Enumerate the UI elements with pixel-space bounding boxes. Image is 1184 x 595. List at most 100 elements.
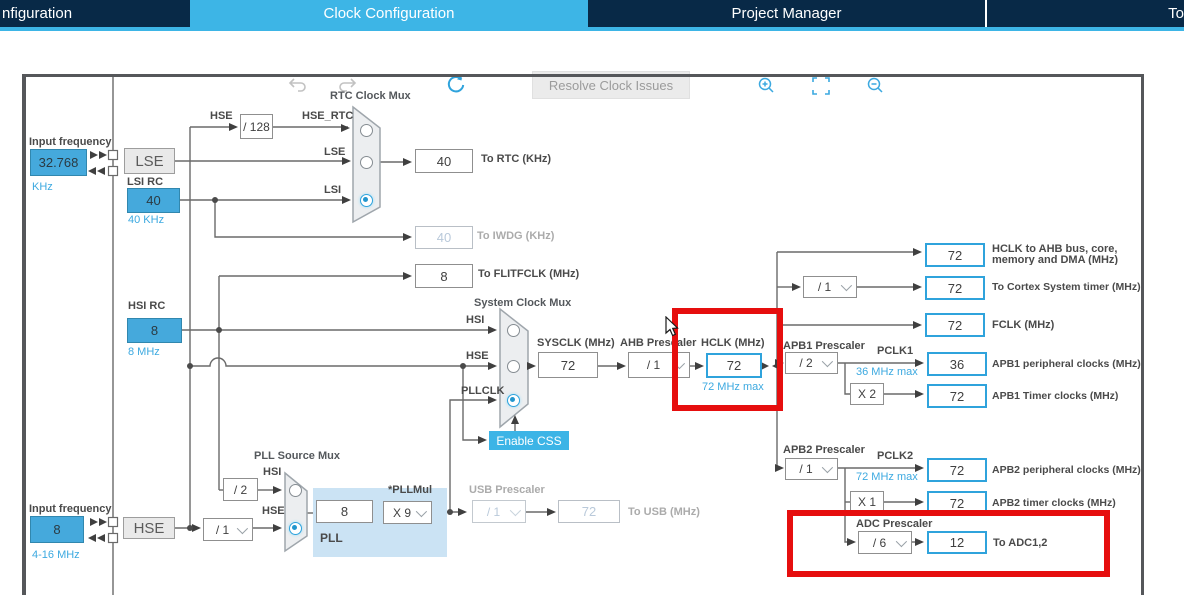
pllmul-dropdown[interactable]: X 9 bbox=[383, 501, 432, 524]
lse-oscillator-box[interactable]: LSE bbox=[124, 148, 175, 174]
hsi-rc-label: HSI RC bbox=[128, 300, 166, 312]
to-iwdg-value-box[interactable]: 40 bbox=[415, 226, 473, 249]
rtc-mux-radio-lsi[interactable] bbox=[359, 193, 373, 207]
lse-unit-label: KHz bbox=[32, 181, 53, 193]
hse-signal-label: HSE bbox=[210, 110, 233, 122]
sysclk-value-box[interactable]: 72 bbox=[538, 352, 598, 378]
cortex-divider-dropdown[interactable]: / 1 bbox=[803, 276, 857, 298]
fclk-label: FCLK (MHz) bbox=[992, 319, 1055, 331]
pll-mux-radio-hsi[interactable] bbox=[288, 483, 302, 497]
chevron-down-icon bbox=[509, 504, 522, 516]
hsi-mux-input-label: HSI bbox=[466, 314, 485, 326]
apb2-prescaler-label: APB2 Prescaler bbox=[783, 444, 865, 456]
sys-mux-radio-hse[interactable] bbox=[506, 359, 520, 373]
sys-mux-radio-hsi[interactable] bbox=[506, 323, 520, 337]
ahb-prescaler-value: / 1 bbox=[646, 358, 661, 372]
annotation-red-box-hclk bbox=[672, 308, 783, 411]
hse-prediv-value: / 1 bbox=[215, 522, 230, 537]
rtc-mux-radio-lse[interactable] bbox=[359, 155, 373, 169]
rtc-hse-divider-box[interactable]: / 128 bbox=[240, 114, 273, 139]
to-usb-label: To USB (MHz) bbox=[628, 506, 700, 518]
to-rtc-label: To RTC (KHz) bbox=[481, 153, 552, 165]
tab-pinout-configuration[interactable]: nfiguration bbox=[0, 0, 192, 27]
apb2-prescaler-dropdown[interactable]: / 1 bbox=[785, 458, 838, 480]
tab-tools[interactable]: To bbox=[988, 0, 1184, 27]
to-flitfclk-label: To FLITFCLK (MHz) bbox=[478, 268, 580, 280]
pllmul-label: *PLLMul bbox=[388, 484, 432, 496]
lsi-rc-label: LSI RC bbox=[127, 176, 164, 188]
pll-hsi-label: HSI bbox=[263, 466, 282, 478]
apb1-periph-label: APB1 peripheral clocks (MHz) bbox=[992, 358, 1141, 370]
hclk-ahb-label: HCLK to AHB bus, core, memory and DMA (M… bbox=[992, 244, 1147, 265]
tab-label: nfiguration bbox=[2, 5, 73, 22]
tab-label: Project Manager bbox=[731, 5, 842, 22]
usb-value-box[interactable]: 72 bbox=[558, 500, 620, 523]
rtc-mux-radio-hse[interactable] bbox=[359, 123, 373, 137]
pllmul-value: X 9 bbox=[392, 505, 411, 520]
hclk-value-box[interactable]: 72 bbox=[706, 353, 762, 378]
hclk-ahb-value-box[interactable]: 72 bbox=[925, 243, 985, 267]
pllclk-mux-input-label: PLLCLK bbox=[461, 385, 505, 397]
input-frequency-label-hse: Input frequency bbox=[29, 503, 112, 515]
lse-input-field[interactable]: 32.768 bbox=[30, 149, 87, 176]
apb1-timer-multiplier-box[interactable]: X 2 bbox=[850, 383, 884, 405]
sys-mux-title: System Clock Mux bbox=[474, 297, 572, 309]
pclk1-label: PCLK1 bbox=[877, 345, 914, 357]
tab-label: Clock Configuration bbox=[323, 5, 455, 22]
tab-project-manager[interactable]: Project Manager bbox=[588, 0, 985, 27]
usb-prescaler-value: / 1 bbox=[486, 504, 501, 519]
pll-mux-radio-hse[interactable] bbox=[288, 521, 302, 535]
hclk-label: HCLK (MHz) bbox=[701, 337, 765, 349]
adc-prescaler-label: ADC Prescaler bbox=[856, 518, 933, 530]
hse-oscillator-box[interactable]: HSE bbox=[123, 517, 175, 539]
zoom-in-icon[interactable] bbox=[757, 76, 776, 98]
chevron-down-icon bbox=[236, 522, 249, 534]
lsi-value-box[interactable]: 40 bbox=[127, 188, 180, 213]
pclk2-label: PCLK2 bbox=[877, 450, 914, 462]
adc-prescaler-dropdown[interactable]: / 6 bbox=[858, 531, 912, 554]
pclk1-max-label: 36 MHz max bbox=[856, 366, 918, 378]
annotation-red-box-adc bbox=[787, 510, 1110, 577]
hse-rtc-signal-label: HSE_RTC bbox=[302, 110, 354, 122]
sys-mux-radio-pllclk[interactable] bbox=[506, 393, 520, 407]
cortex-timer-value-box[interactable]: 72 bbox=[925, 276, 985, 300]
apb1-timer-value-box[interactable]: 72 bbox=[927, 384, 987, 408]
adc-prescaler-value: / 6 bbox=[872, 535, 887, 550]
tab-clock-configuration[interactable]: Clock Configuration bbox=[190, 0, 588, 27]
hsi-rc-value-box[interactable]: 8 bbox=[127, 318, 182, 343]
pll-mux-title: PLL Source Mux bbox=[254, 450, 340, 462]
pll-input-value-box[interactable]: 8 bbox=[316, 500, 373, 523]
to-flitfclk-value-box[interactable]: 8 bbox=[415, 264, 473, 288]
lse-signal-label: LSE bbox=[324, 146, 346, 158]
zoom-out-icon[interactable] bbox=[866, 76, 885, 98]
to-rtc-value-box[interactable]: 40 bbox=[415, 149, 473, 173]
clock-diagram-canvas bbox=[22, 74, 1144, 595]
apb1-prescaler-label: APB1 Prescaler bbox=[783, 340, 865, 352]
apb2-timer-multiplier-box[interactable]: X 1 bbox=[850, 491, 884, 513]
lsi-freq-label: 40 KHz bbox=[128, 214, 165, 226]
cortex-timer-label: To Cortex System timer (MHz) bbox=[992, 281, 1141, 293]
apb2-periph-value-box[interactable]: 72 bbox=[927, 458, 987, 482]
fit-to-screen-icon[interactable] bbox=[812, 77, 830, 98]
pclk2-max-label: 72 MHz max bbox=[856, 471, 918, 483]
to-adc-label: To ADC1,2 bbox=[993, 537, 1048, 549]
hse-range-label: 4-16 MHz bbox=[32, 549, 80, 561]
enable-css-button[interactable]: Enable CSS bbox=[489, 431, 569, 450]
adc-value-box[interactable]: 12 bbox=[927, 531, 987, 554]
hse-prediv-dropdown[interactable]: / 1 bbox=[203, 518, 253, 541]
ahb-prescaler-dropdown[interactable]: / 1 bbox=[628, 352, 690, 378]
undo-icon[interactable] bbox=[288, 77, 307, 97]
chevron-down-icon bbox=[821, 461, 834, 474]
pll-hsi-divider-box[interactable]: / 2 bbox=[223, 478, 258, 501]
apb1-prescaler-dropdown[interactable]: / 2 bbox=[785, 352, 838, 374]
tab-label: To bbox=[1168, 5, 1184, 22]
usb-prescaler-dropdown[interactable]: / 1 bbox=[472, 500, 526, 523]
hclk-ahb-line2: memory and DMA (MHz) bbox=[992, 254, 1119, 266]
chevron-down-icon bbox=[821, 355, 834, 368]
hse-input-field[interactable]: 8 bbox=[30, 516, 84, 543]
redo-icon[interactable] bbox=[338, 77, 357, 97]
apb1-periph-value-box[interactable]: 36 bbox=[927, 352, 987, 376]
fclk-value-box[interactable]: 72 bbox=[925, 313, 985, 337]
hclk-ahb-line1: HCLK to AHB bus, core, bbox=[992, 244, 1118, 255]
